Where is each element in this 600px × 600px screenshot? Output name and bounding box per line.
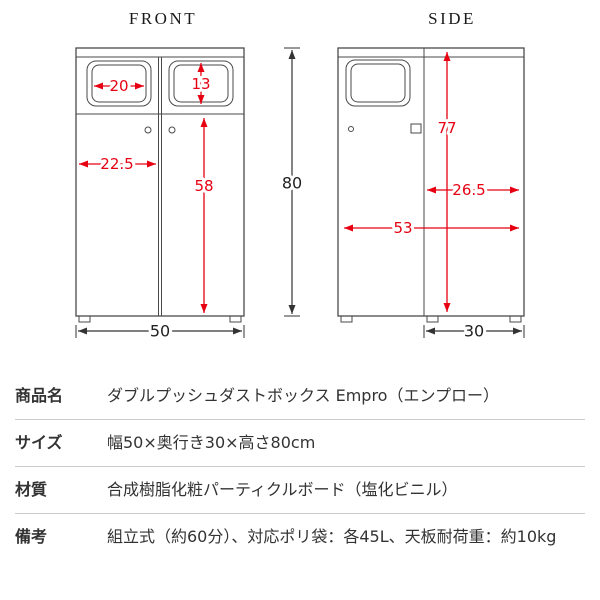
- side-flap-lid: [350, 63, 406, 103]
- side-flap-opening: [345, 59, 411, 107]
- spec-table: 商品名 ダブルプッシュダストボックス Empro（エンプロー） サイズ 幅50×…: [15, 373, 585, 560]
- front-cabinet-outline: [75, 47, 245, 317]
- front-left-flap-lid: [91, 64, 147, 103]
- front-left-door-knob: [144, 126, 152, 134]
- spec-row-product-name: 商品名 ダブルプッシュダストボックス Empro（エンプロー）: [15, 373, 585, 419]
- dimension-diagram: FRONT 20 13 22.5 58 80 50: [75, 9, 525, 344]
- side-view: SIDE 77 26.5 53 30: [337, 9, 525, 344]
- front-right-flap-opening: [168, 60, 234, 107]
- front-flap-width-label: 20: [109, 77, 128, 95]
- spec-value: 幅50×奥行き30×高さ80cm: [107, 433, 316, 452]
- front-total-height-label: 80: [282, 174, 302, 193]
- spec-value: 組立式（約60分）、対応ポリ袋：各45L、天板耐荷重：約10kg: [107, 527, 557, 546]
- side-cabinet-outline: [337, 47, 525, 317]
- spec-value: ダブルプッシュダストボックス Empro（エンプロー）: [107, 386, 499, 405]
- side-screw: [348, 126, 354, 132]
- front-view: FRONT 20 13 22.5 58 80 50: [75, 9, 305, 344]
- side-front-foot: [340, 315, 353, 323]
- spec-label: サイズ: [15, 433, 63, 452]
- side-view-title: SIDE: [428, 9, 476, 28]
- front-view-title: FRONT: [129, 9, 197, 28]
- spec-label: 商品名: [15, 386, 64, 405]
- side-inner-height-label: 77: [437, 119, 456, 137]
- spec-row-size: サイズ 幅50×奥行き30×高さ80cm: [15, 419, 585, 466]
- side-rear-foot: [509, 315, 522, 323]
- side-mid-foot: [426, 315, 439, 323]
- spec-label: 材質: [15, 480, 48, 499]
- front-left-door-width-label: 22.5: [100, 155, 133, 173]
- front-flap-height-label: 13: [191, 75, 210, 93]
- front-right-door-knob: [168, 126, 176, 134]
- spec-value: 合成樹脂化粧パーティクルボード（塩化ビニル）: [107, 480, 458, 499]
- side-latch: [410, 123, 422, 134]
- spec-row-material: 材質 合成樹脂化粧パーティクルボード（塩化ビニル）: [15, 466, 585, 513]
- front-door-height-label: 58: [194, 177, 213, 195]
- front-right-foot: [229, 315, 242, 323]
- side-clearance-depth-label: 53: [393, 219, 412, 237]
- spec-row-notes: 備考 組立式（約60分）、対応ポリ袋：各45L、天板耐荷重：約10kg: [15, 513, 585, 560]
- spec-label: 備考: [15, 527, 48, 546]
- front-left-flap-opening: [86, 60, 152, 107]
- side-total-depth-label: 30: [464, 322, 484, 341]
- front-total-width-label: 50: [150, 322, 170, 341]
- side-upper-depth-label: 26.5: [452, 181, 485, 199]
- front-left-foot: [78, 315, 91, 323]
